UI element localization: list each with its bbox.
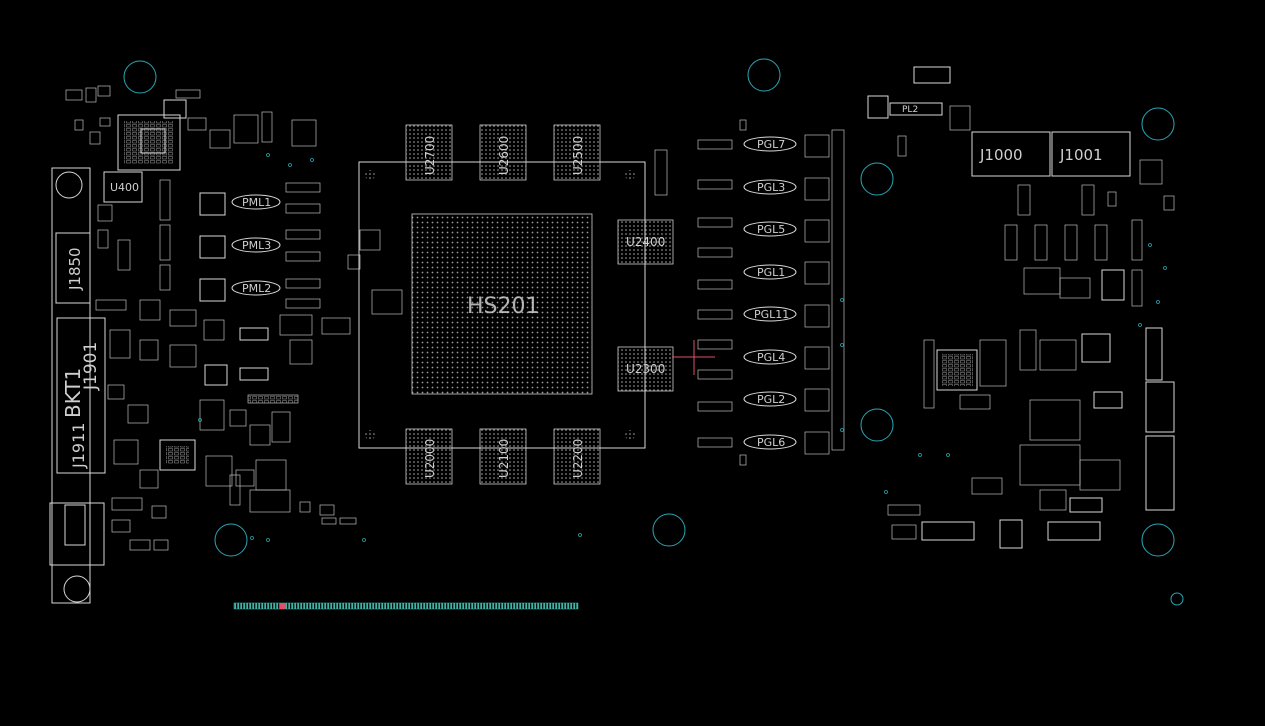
mount-hole-icon: [652, 513, 686, 547]
memory-bottom: U2000 U2100 U2200: [405, 428, 601, 485]
mount-hole-icon: [123, 60, 157, 94]
j1000-label: J1000: [979, 146, 1023, 164]
memory-top: U2700 U2600 U2500: [405, 124, 601, 181]
edge-connector-icon: [233, 602, 579, 610]
bracket-area: J1850 J1901 BKT1 J1911: [49, 167, 106, 604]
mount-hole-icon: [1170, 592, 1184, 606]
mount-hole-icon: [1141, 523, 1175, 557]
j1850-label: J1850: [66, 247, 84, 291]
u400-label: U400: [110, 181, 139, 194]
memory-right: U2400 U2300: [617, 219, 715, 392]
u2100-label: U2100: [497, 439, 511, 478]
gpu-label: HS201: [467, 294, 540, 319]
u2700-label: U2700: [423, 136, 437, 175]
mount-hole-icon: [747, 58, 781, 92]
vrm-phases: PGL7 PGL3 PGL5 PGL1 PGL11 PGL4 PGL2 PGL6: [654, 119, 845, 466]
u2400-label: U2400: [626, 235, 665, 249]
u2200-label: U2200: [571, 439, 585, 478]
test-vias: [198, 153, 1167, 542]
j1001-label: J1001: [1059, 146, 1103, 164]
pgl4-label: PGL4: [757, 351, 785, 364]
mount-hole-icon: [214, 523, 248, 557]
j1901-label: J1901: [81, 342, 101, 391]
pgl1-label: PGL1: [757, 266, 785, 279]
right-side: J1000 J1001 PL2: [867, 66, 1175, 549]
u2300-label: U2300: [626, 362, 665, 376]
pl2-label: PL2: [902, 105, 918, 115]
mount-hole-icon: [860, 408, 894, 442]
gpu-package: HS201: [358, 161, 646, 449]
pgl5-label: PGL5: [757, 223, 785, 236]
mount-holes: [123, 58, 1184, 606]
u2000-label: U2000: [423, 439, 437, 478]
pml3-label: PML3: [242, 239, 271, 252]
pgl6-label: PGL6: [757, 436, 785, 449]
pgl2-label: PGL2: [757, 393, 785, 406]
u2600-label: U2600: [497, 136, 511, 175]
mount-hole-icon: [860, 162, 894, 196]
pml1-label: PML1: [242, 196, 271, 209]
left-components: U400 PML1 PML3 PML2: [65, 85, 403, 551]
pgl3-label: PGL3: [757, 181, 785, 194]
mount-hole-icon: [1141, 107, 1175, 141]
j1911-label: J1911: [69, 423, 88, 469]
pgl11-label: PGL11: [754, 308, 789, 321]
pcie-edge-connector: [233, 602, 579, 610]
bkt1-label: BKT1: [61, 368, 85, 418]
pgl7-label: PGL7: [757, 138, 785, 151]
u2500-label: U2500: [571, 136, 585, 175]
pml2-label: PML2: [242, 282, 271, 295]
probe-marker: [672, 340, 715, 375]
